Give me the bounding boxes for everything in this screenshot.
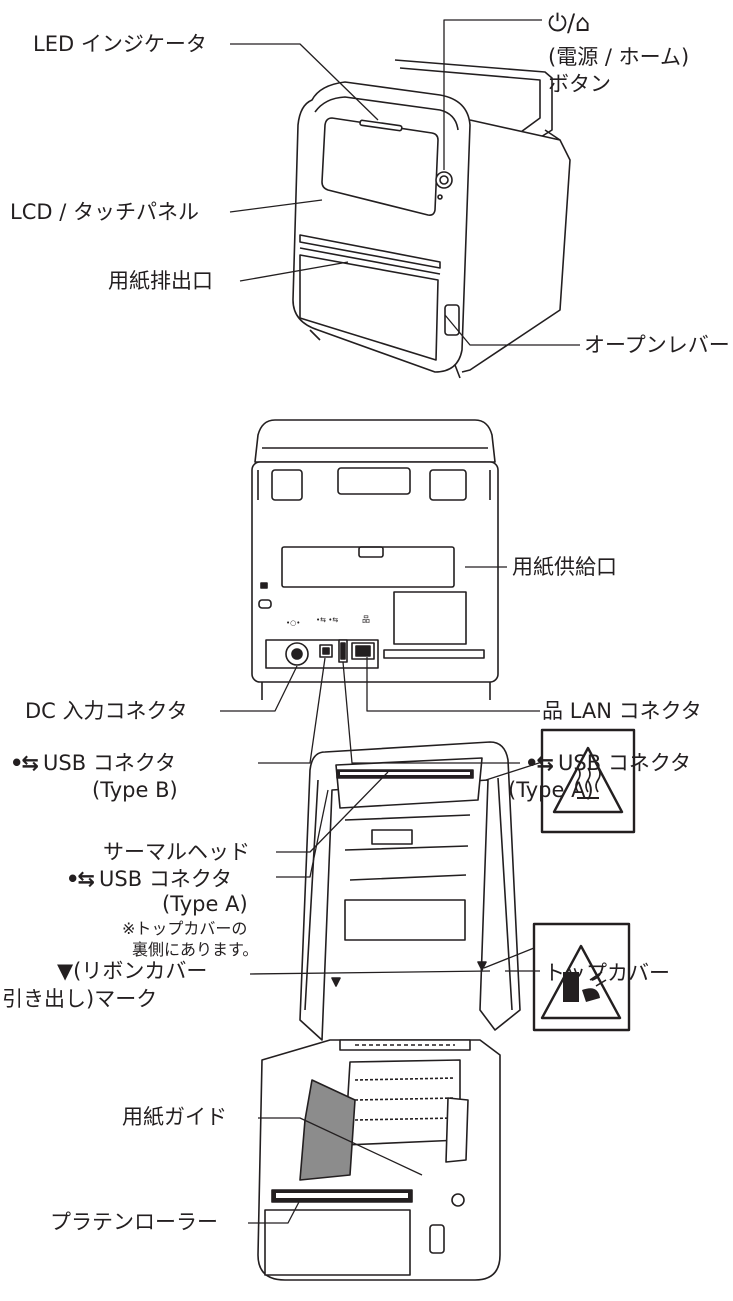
ribbon-mark-right-shape bbox=[477, 961, 487, 971]
usb-b-connector-label: •⇆USB コネクタ bbox=[10, 750, 176, 776]
note-line2: 裏側にあります。 bbox=[132, 940, 259, 959]
usb-b-connector-text: USB コネクタ bbox=[43, 751, 176, 775]
rear-printer-drawing: •○• •⇆ •⇆ 品 bbox=[251, 419, 499, 700]
lcd-touch-panel-label: LCD / タッチパネル bbox=[10, 200, 199, 224]
lan-connector-label: 品 LAN コネクタ bbox=[542, 698, 702, 724]
power-button-label-line1: (電源 / ホーム) bbox=[548, 45, 690, 69]
paper-guide-left-shape bbox=[299, 1079, 356, 1181]
paper-guide-label: 用紙ガイド bbox=[122, 1105, 227, 1129]
lan-icon: 品 bbox=[542, 699, 563, 723]
ribbon-mark-label-line2: 引き出し)マーク bbox=[2, 987, 158, 1011]
open-lever-shape bbox=[444, 304, 460, 336]
svg-text:•○•: •○• bbox=[286, 619, 300, 627]
pinch-hazard-label bbox=[532, 922, 631, 1032]
hot-surface-label bbox=[540, 728, 636, 834]
lcd-screen-shape bbox=[321, 117, 439, 216]
inner-usb-connector-text: USB コネクタ bbox=[99, 867, 232, 891]
usb-a-type-label: (Type A) bbox=[508, 778, 594, 802]
dc-input-label: DC 入力コネクタ bbox=[25, 699, 188, 723]
usb-a-connector-text: USB コネクタ bbox=[558, 751, 691, 775]
top-cover-label: トップカバー bbox=[544, 961, 670, 985]
usb-a-connector-label: •⇆USB コネクタ bbox=[525, 750, 691, 776]
led-indicator-label: LED インジケータ bbox=[33, 32, 207, 56]
led-bar-shape bbox=[359, 119, 403, 132]
usb-b-type-label: (Type B) bbox=[92, 778, 178, 802]
svg-text:•⇆ •⇆: •⇆ •⇆ bbox=[316, 616, 338, 624]
lan-connector-text: LAN コネクタ bbox=[569, 699, 702, 723]
inner-printer-drawing bbox=[257, 741, 521, 1281]
usb-icon: •⇆ bbox=[10, 751, 39, 775]
inner-usb-type-label: (Type A) bbox=[162, 892, 248, 916]
power-button-shape bbox=[435, 171, 453, 189]
platen-roller-label: プラテンローラー bbox=[50, 1210, 218, 1234]
ribbon-mark-label-line1: ▼(リボンカバー bbox=[57, 959, 208, 983]
ribbon-mark-left-shape bbox=[331, 977, 341, 987]
power-home-icon: ⏻/⌂ bbox=[548, 9, 591, 37]
usb-icon: •⇆ bbox=[66, 867, 95, 891]
open-lever-label: オープンレバー bbox=[584, 333, 730, 357]
paper-feed-label: 用紙供給口 bbox=[512, 555, 617, 579]
paper-guide-right-shape bbox=[445, 1097, 469, 1163]
thermal-head-label: サーマルヘッド bbox=[103, 840, 250, 864]
paper-feed-slot-shape bbox=[281, 546, 455, 588]
front-printer-drawing bbox=[292, 59, 571, 379]
power-button-label-line2: ボタン bbox=[548, 72, 611, 96]
paper-exit-label: 用紙排出口 bbox=[108, 269, 213, 293]
inner-usb-connector-label: •⇆USB コネクタ bbox=[66, 866, 232, 892]
leader-lines bbox=[220, 19, 580, 1224]
note-line1: ※トップカバーの bbox=[122, 919, 248, 938]
usb-icon: •⇆ bbox=[525, 751, 554, 775]
svg-text:品: 品 bbox=[362, 615, 370, 624]
